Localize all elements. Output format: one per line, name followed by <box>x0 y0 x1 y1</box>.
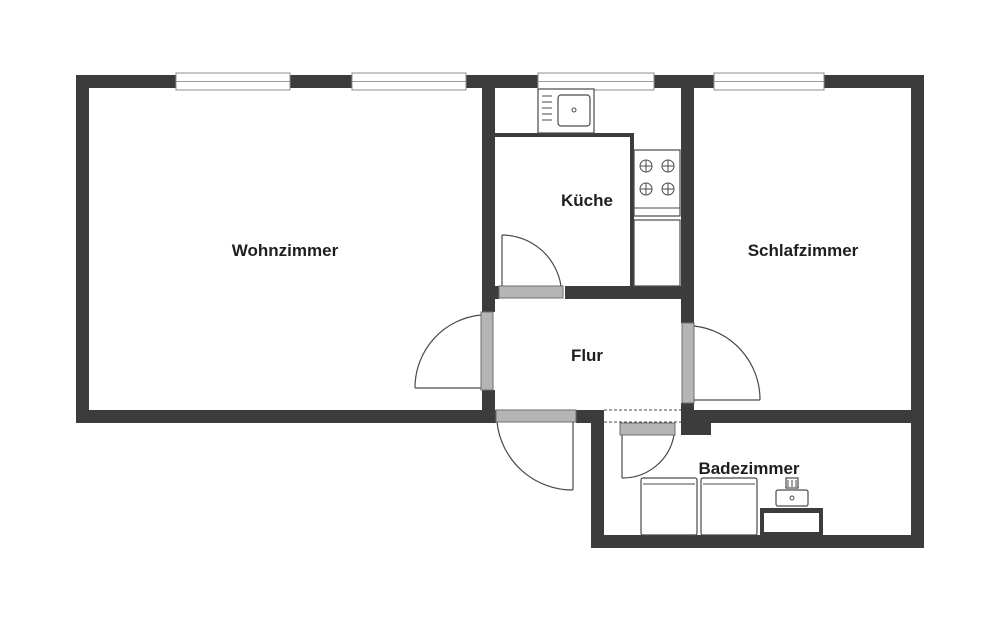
washing-machine <box>640 477 698 536</box>
door-kitchen <box>498 234 565 299</box>
wall-kitchen-niche-top <box>493 133 633 137</box>
door-living <box>414 311 495 391</box>
label-hall: Flur <box>571 346 603 365</box>
window-living-1 <box>175 72 291 91</box>
bath-cabinet <box>760 508 823 535</box>
kitchen-counter <box>633 219 681 287</box>
label-kitchen: Küche <box>561 191 613 210</box>
kitchen-sink <box>537 88 595 134</box>
wall-bath-bottom <box>591 535 924 548</box>
dryer <box>700 477 758 536</box>
door-bedroom <box>681 322 761 404</box>
room-labels: Wohnzimmer Küche Schlafzimmer Flur Badez… <box>232 191 859 478</box>
label-bedroom: Schlafzimmer <box>748 241 859 260</box>
label-bath: Badezimmer <box>698 459 799 478</box>
doors <box>414 234 761 491</box>
wall-right <box>911 75 924 548</box>
windows <box>175 72 825 91</box>
wall-left <box>76 75 89 423</box>
wall-bedroom-bottom <box>681 410 924 423</box>
kitchen-stove <box>633 149 681 217</box>
window-living-2 <box>351 72 467 91</box>
window-kitchen <box>537 72 655 91</box>
fixtures <box>537 88 823 536</box>
label-living: Wohnzimmer <box>232 241 339 260</box>
door-bath <box>604 409 681 479</box>
door-entrance <box>495 409 577 491</box>
wall-kitchen-niche-right <box>630 133 634 288</box>
window-bedroom <box>713 72 825 91</box>
bath-washbasin <box>775 477 809 507</box>
wall-bath-left <box>591 410 604 548</box>
wall-bath-top-stub <box>681 410 711 435</box>
wall-living-bottom <box>76 410 496 423</box>
